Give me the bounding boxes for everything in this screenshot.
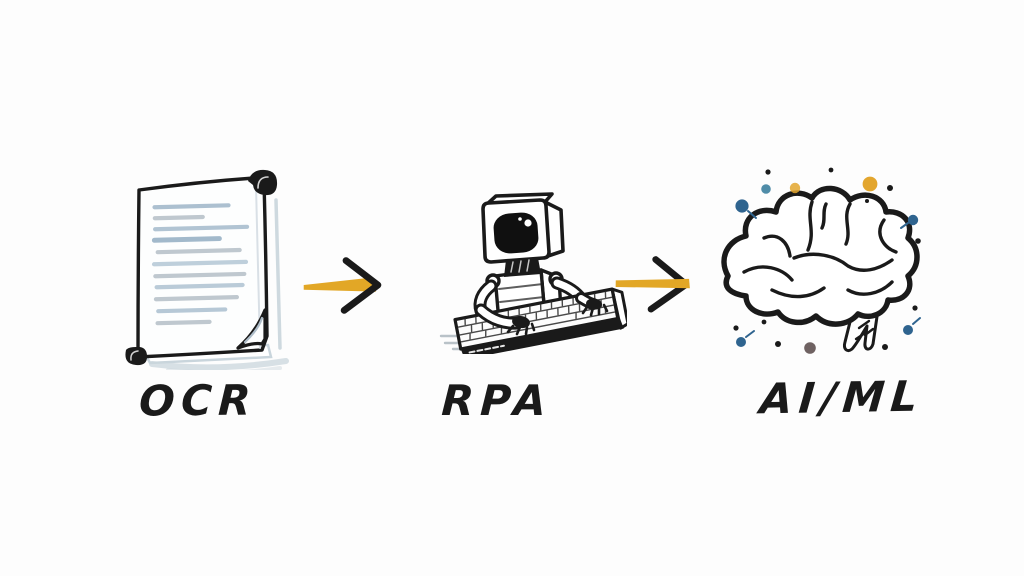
- document-text-lines: [151, 203, 250, 326]
- stage-label-rpa: RPA: [440, 376, 554, 425]
- brain-sulci: [742, 200, 898, 299]
- arrow-head: [340, 257, 382, 314]
- brain-icon: [721, 167, 921, 354]
- page-curl-top: [248, 169, 278, 196]
- stage-aiml: [698, 158, 938, 370]
- robot-head: [481, 192, 565, 264]
- flow-arrow-2: [612, 252, 704, 314]
- stage-label-ocr: OCR: [138, 375, 259, 426]
- document-icon: [125, 169, 289, 370]
- arrow-right-icon: [615, 256, 690, 313]
- arrow-shaft: [303, 277, 377, 292]
- page-fold: [236, 308, 267, 350]
- arrow-shaft: [615, 278, 690, 289]
- robot-neck: [504, 258, 541, 277]
- neural-dots: [733, 167, 921, 354]
- document-page: [125, 169, 278, 366]
- robot-screen: [493, 212, 539, 254]
- stage-label-aiml: AI/ML: [757, 371, 927, 424]
- arrow-right-icon: [303, 257, 382, 314]
- robot-hands: [506, 298, 609, 336]
- robot-typing-icon: [439, 192, 627, 354]
- stage-rpa: [437, 192, 627, 354]
- page-curl-bottom: [125, 346, 148, 366]
- stage-ocr: [108, 168, 298, 370]
- flow-arrow-1: [300, 254, 392, 316]
- keyboard: [453, 287, 627, 354]
